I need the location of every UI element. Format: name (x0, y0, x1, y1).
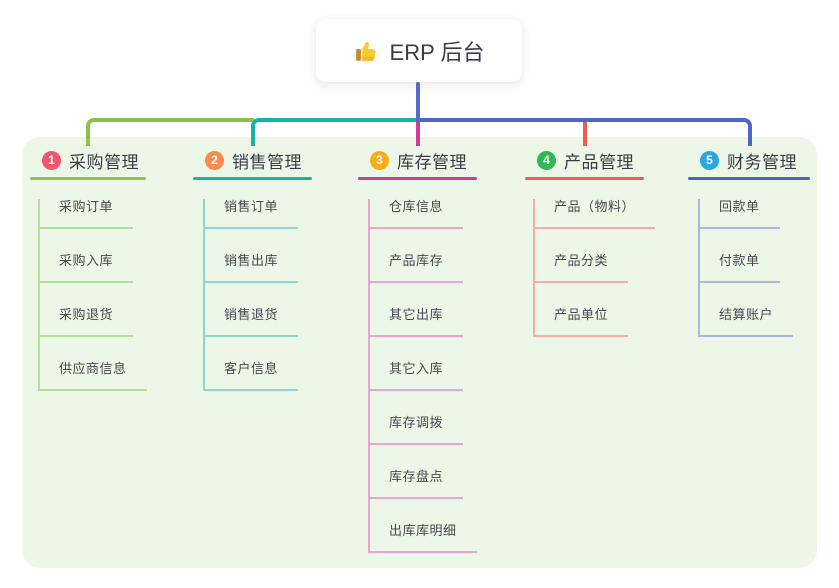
branch-label: 财务管理 (727, 152, 797, 172)
branch-finance: 5 财务管理 回款单付款单结算账户 (688, 148, 810, 337)
child-node[interactable]: 结算账户 (700, 307, 794, 337)
child-node[interactable]: 采购订单 (40, 199, 134, 229)
child-node[interactable]: 产品分类 (535, 253, 629, 283)
branch-children: 回款单付款单结算账户 (698, 199, 810, 337)
child-node[interactable]: 回款单 (700, 199, 780, 229)
child-node[interactable]: 采购入库 (40, 253, 134, 283)
branch-sales: 2 销售管理 销售订单销售出库销售退货客户信息 (193, 148, 312, 391)
child-node[interactable]: 采购退货 (40, 307, 134, 337)
child-node[interactable]: 产品单位 (535, 307, 629, 337)
root-node[interactable]: ERP 后台 (316, 19, 522, 82)
child-node[interactable]: 仓库信息 (370, 199, 464, 229)
child-node[interactable]: 销售出库 (205, 253, 299, 283)
connector-branch-5 (416, 118, 752, 146)
branch-header[interactable]: 5 财务管理 (688, 148, 810, 172)
branch-underline (358, 177, 477, 180)
branch-underline (30, 177, 146, 180)
branches-panel (22, 137, 817, 568)
branch-number-badge: 5 (700, 150, 719, 170)
child-node[interactable]: 库存调拨 (370, 415, 464, 445)
child-node[interactable]: 销售订单 (205, 199, 299, 229)
branch-label: 销售管理 (232, 152, 302, 172)
branch-header[interactable]: 2 销售管理 (193, 148, 312, 172)
branch-children: 产品（物料） 产品分类产品单位 (533, 199, 656, 337)
branch-number-badge: 4 (537, 150, 556, 170)
branch-number-badge: 2 (205, 150, 224, 170)
connector-branch-4 (583, 118, 587, 146)
branch-underline (688, 177, 810, 180)
branch-header[interactable]: 4 产品管理 (525, 148, 644, 172)
child-node[interactable]: 出库库明细 (370, 523, 477, 553)
thumbs-up-icon (354, 38, 380, 64)
child-node[interactable]: 付款单 (700, 253, 780, 283)
branch-number-badge: 3 (370, 150, 389, 170)
root-label: ERP 后台 (389, 39, 485, 65)
child-node[interactable]: 产品库存 (370, 253, 464, 283)
child-node[interactable]: 其它出库 (370, 307, 464, 337)
connector-branch-1 (86, 118, 254, 146)
branch-number-badge: 1 (42, 150, 61, 170)
branch-children: 销售订单销售出库销售退货客户信息 (203, 199, 312, 391)
child-node[interactable]: 销售退货 (205, 307, 299, 337)
branch-underline (193, 177, 312, 180)
branch-underline (525, 177, 644, 180)
child-node[interactable]: 供应商信息 (40, 361, 147, 391)
branch-children: 采购订单采购入库采购退货供应商信息 (38, 199, 147, 391)
branch-header[interactable]: 3 库存管理 (358, 148, 477, 172)
branch-label: 库存管理 (397, 152, 467, 172)
branch-procurement: 1 采购管理 采购订单采购入库采购退货供应商信息 (30, 148, 147, 391)
branch-label: 采购管理 (69, 152, 139, 172)
connector-branch-2 (251, 118, 420, 146)
child-node[interactable]: 其它入库 (370, 361, 464, 391)
child-node[interactable]: 产品（物料） (535, 199, 656, 229)
child-node[interactable]: 库存盘点 (370, 469, 464, 499)
root-connector (416, 82, 420, 122)
branch-inventory: 3 库存管理 仓库信息产品库存其它出库其它入库库存调拨库存盘点出库库明细 (358, 148, 477, 553)
branch-children: 仓库信息产品库存其它出库其它入库库存调拨库存盘点出库库明细 (368, 199, 477, 553)
branch-product: 4 产品管理 产品（物料） 产品分类产品单位 (525, 148, 656, 337)
branch-label: 产品管理 (564, 152, 634, 172)
child-node[interactable]: 客户信息 (205, 361, 299, 391)
branch-header[interactable]: 1 采购管理 (30, 148, 146, 172)
connector-branch-3 (416, 120, 420, 146)
